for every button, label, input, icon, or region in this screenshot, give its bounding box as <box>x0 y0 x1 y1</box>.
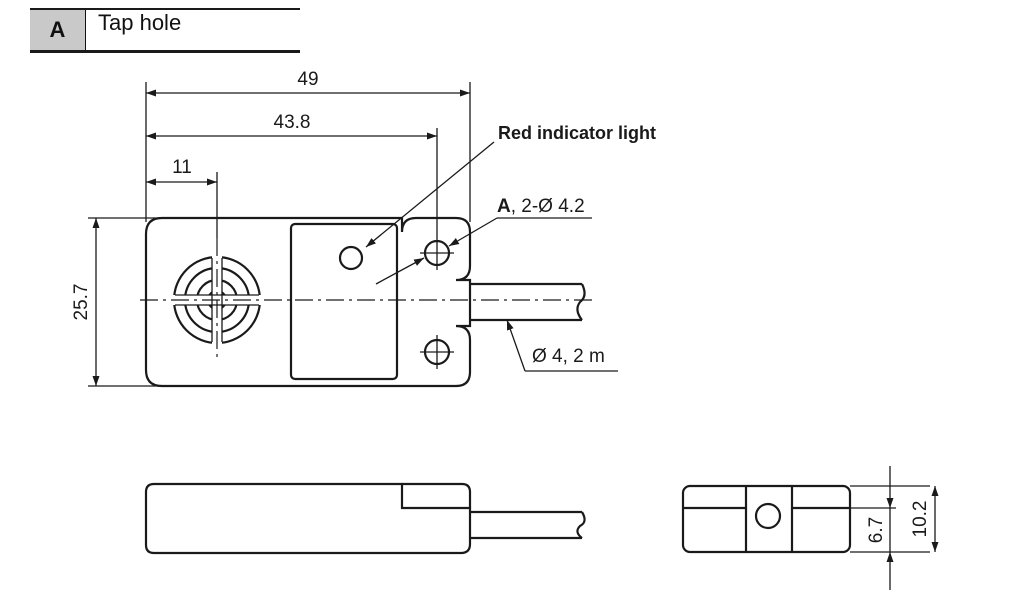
dimension-6-7: 6.7 <box>866 517 887 543</box>
dimension-25-7: 25.7 <box>71 284 92 321</box>
tap-hole-callout: A, 2-Ø 4.2 <box>497 196 585 217</box>
mounting-hole-top <box>420 236 454 270</box>
sensor-body-outline <box>144 216 472 388</box>
dimension-49: 49 <box>297 69 318 90</box>
tap-hole-letter: A <box>497 196 511 217</box>
cable-callout: Ø 4, 2 m <box>532 346 605 367</box>
side-view <box>144 482 586 555</box>
tap-hole-spec: , 2-Ø 4.2 <box>511 196 585 217</box>
dimension-10-2: 10.2 <box>910 501 931 538</box>
indicator-window <box>289 222 399 381</box>
cable-top <box>470 282 586 322</box>
top-view: 49 43.8 11 25.7 Red indicator light A, 2… <box>71 69 656 388</box>
dimension-43-8: 43.8 <box>274 112 311 133</box>
legend-text: Tap hole <box>98 10 182 35</box>
end-view: 6.7 10.2 <box>681 466 939 590</box>
cable-end <box>754 502 782 530</box>
legend-box: A Tap hole <box>30 8 300 53</box>
indicator-light <box>338 245 364 271</box>
legend-letter: A <box>30 10 86 50</box>
mounting-hole-bottom <box>420 335 454 369</box>
indicator-callout: Red indicator light <box>498 123 656 143</box>
dimension-11: 11 <box>172 157 192 178</box>
